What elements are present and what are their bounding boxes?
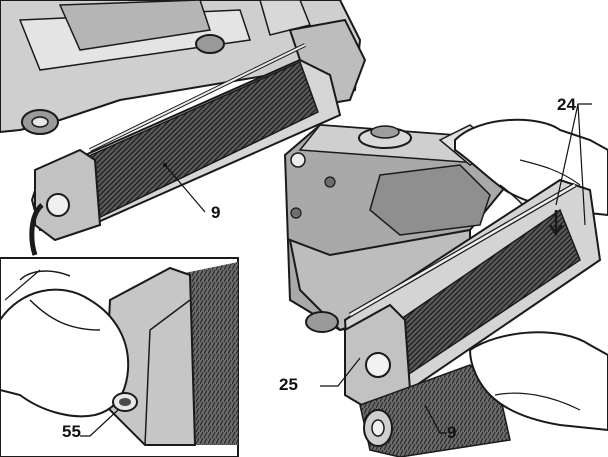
inset-view: [0, 257, 239, 457]
leader-line-9-right: [424, 404, 446, 434]
callout-55-release-button: 55: [62, 422, 81, 441]
end-cap: [34, 148, 102, 242]
hand-lower: [468, 331, 608, 432]
right-view: [283, 103, 608, 457]
leader-line-25: [320, 357, 361, 387]
brush-roller-removed: [359, 364, 511, 457]
leader-line-9-top: [164, 164, 206, 213]
top-left-view: [0, 0, 367, 256]
callout-9-brush-roller: 9: [211, 203, 221, 222]
hand: [0, 288, 130, 418]
wheel: [195, 34, 225, 54]
leader-line-55: [80, 409, 119, 437]
callout-25-end-cap: 25: [279, 375, 298, 394]
wheel: [305, 311, 339, 333]
release-arrow: [548, 210, 564, 237]
callout-9-brush-roller-removed: 9: [447, 423, 457, 442]
callout-24-release-arrow: 24: [557, 95, 576, 114]
